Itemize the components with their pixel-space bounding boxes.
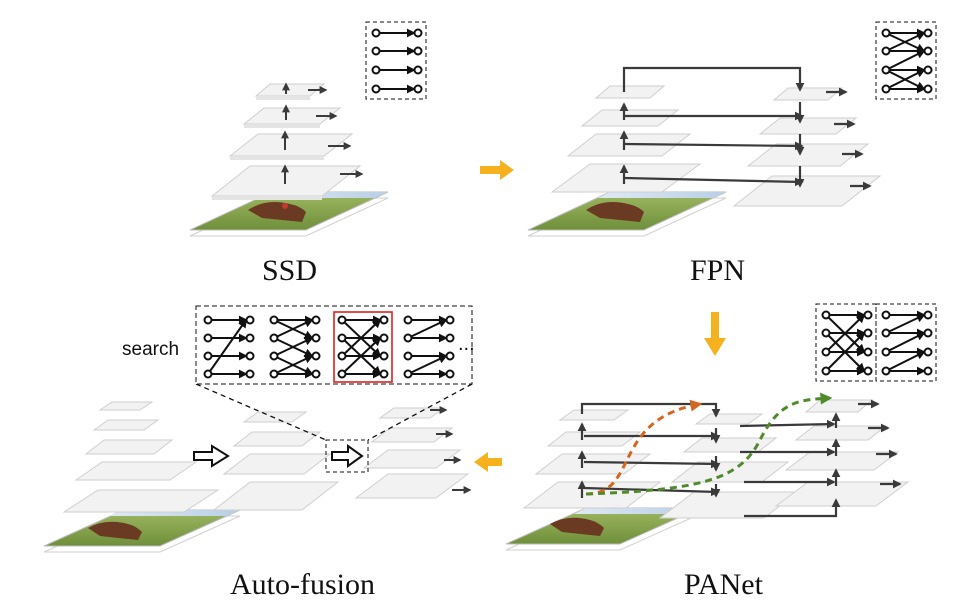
flow-arrow-panet-to-autofusion [474, 452, 502, 472]
panet-arrows [577, 399, 902, 518]
search-label: search [122, 339, 179, 360]
ssd-diagram: SSD [189, 21, 427, 287]
ssd-connection-pattern [365, 21, 427, 100]
autofusion-output-arrows [430, 406, 472, 494]
autofusion-input-image [43, 509, 241, 553]
fpn-connection-pattern [875, 21, 937, 100]
fpn-input-image [527, 191, 727, 237]
more-candidates-ellipsis: ... [458, 333, 475, 355]
ssd-layer-4 [254, 83, 326, 100]
search-space-panel: ... [195, 305, 475, 385]
ssd-arrows [281, 82, 364, 184]
autofusion-backbone-layers [62, 401, 220, 513]
candidate-pattern-3-selected [333, 311, 393, 383]
panet-connection-pattern [815, 303, 937, 382]
flow-arrow-fpn-to-panet [704, 312, 726, 356]
autofusion-label: Auto-fusion [230, 568, 375, 601]
autofusion-diagram: ... search Auto-fusion [43, 305, 475, 601]
fpn-label: FPN [690, 254, 745, 287]
fpn-bottom-up-layers [550, 85, 702, 193]
candidate-pattern-2 [269, 315, 321, 379]
fpn-top-down-layers [732, 87, 882, 207]
ssd-label: SSD [262, 254, 317, 287]
autofusion-middle-layers [212, 411, 340, 511]
panet-top-down-layers [658, 413, 800, 519]
hollow-arrow-1 [193, 444, 230, 468]
panet-diagram: PANet [505, 303, 937, 601]
ssd-feature-layers [210, 83, 362, 200]
panet-input-image [505, 507, 701, 551]
candidate-pattern-4 [403, 315, 455, 379]
candidate-pattern-1 [203, 315, 255, 379]
fpn-diagram: FPN [527, 21, 937, 287]
search-focus-box [325, 439, 369, 473]
search-zoom-lines [195, 383, 473, 441]
ssd-layer-2 [228, 133, 354, 160]
panet-green-path [585, 392, 833, 496]
flow-arrow-ssd-to-fpn [480, 160, 514, 180]
autofusion-output-layers [354, 407, 470, 499]
ssd-layer-3 [242, 107, 342, 128]
panet-label: PANet [684, 568, 764, 601]
panet-orange-path [585, 399, 703, 496]
fpn-arrows [619, 66, 872, 191]
